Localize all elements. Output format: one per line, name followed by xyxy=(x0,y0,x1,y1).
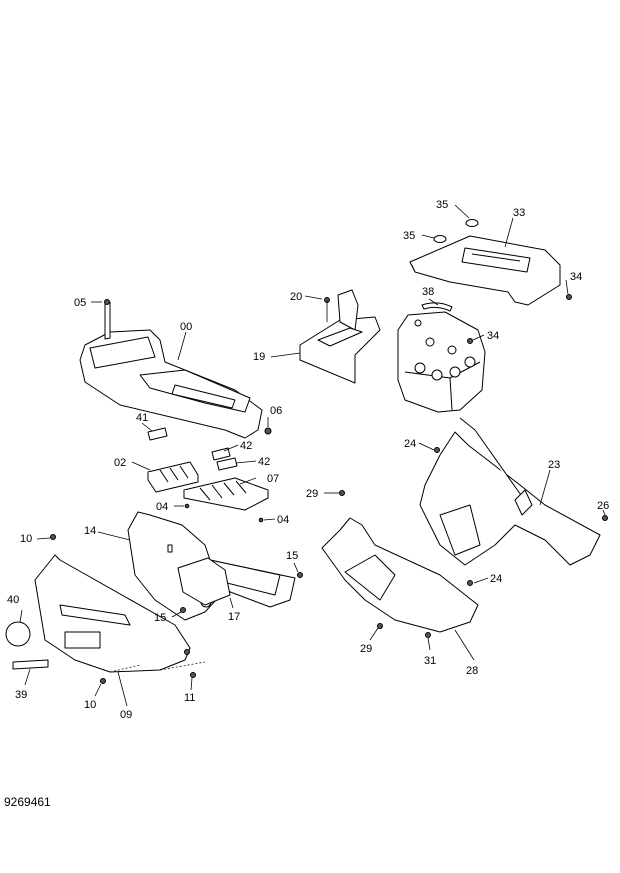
callout-33: 33 xyxy=(513,207,525,219)
callout-42: 42 xyxy=(258,456,270,468)
part-41-cover xyxy=(147,427,168,441)
callout-02: 02 xyxy=(114,457,126,469)
callout-29: 29 xyxy=(360,643,372,655)
callout-05: 05 xyxy=(74,297,86,309)
control-block xyxy=(397,311,486,413)
callout-00: 00 xyxy=(180,321,192,333)
part-34-screw xyxy=(566,294,572,300)
callout-10: 10 xyxy=(20,533,32,545)
callout-34: 34 xyxy=(487,330,499,342)
callout-40: 40 xyxy=(7,594,19,606)
part-11-screw xyxy=(190,672,196,678)
part-07-switch-panel xyxy=(183,477,269,511)
callout-09: 09 xyxy=(120,709,132,721)
callout-04: 04 xyxy=(277,514,289,526)
callout-11: 11 xyxy=(184,692,195,704)
part-28-side-panel xyxy=(321,490,479,638)
part-06-screw xyxy=(264,427,272,435)
callout-24: 24 xyxy=(490,573,502,585)
callout-28: 28 xyxy=(466,665,478,677)
part-19-console xyxy=(299,289,381,384)
part-04-screws xyxy=(184,503,264,523)
part-35-caps xyxy=(433,219,479,243)
part-15-screws xyxy=(180,572,303,613)
callout-24: 24 xyxy=(404,438,416,450)
callout-38: 38 xyxy=(422,286,434,298)
callout-labels: 35 33 35 34 05 00 20 38 19 34 41 06 42 2… xyxy=(7,199,609,721)
callout-20: 20 xyxy=(290,291,302,303)
callout-29: 29 xyxy=(306,488,318,500)
callout-15: 15 xyxy=(286,550,298,562)
callout-26: 26 xyxy=(597,500,609,512)
part-38-seal xyxy=(421,302,453,312)
part-40-cap xyxy=(5,621,31,647)
part-23-side-panel xyxy=(419,417,608,586)
callout-14: 14 xyxy=(84,525,96,537)
drawing-number: 9269461 xyxy=(4,795,51,809)
part-10-screws xyxy=(50,534,106,684)
callout-15: 15 xyxy=(154,612,166,624)
part-09-side-panel xyxy=(34,554,206,673)
part-02-switch-panel xyxy=(147,461,199,493)
part-17-plate xyxy=(177,557,231,606)
callout-39: 39 xyxy=(15,689,27,701)
callout-10: 10 xyxy=(84,699,96,711)
callout-04: 04 xyxy=(156,501,168,513)
callout-17: 17 xyxy=(228,611,240,623)
callout-07: 07 xyxy=(267,473,279,485)
callout-34: 34 xyxy=(570,271,582,283)
part-33-upper-console xyxy=(409,235,561,306)
part-39-label xyxy=(12,659,49,670)
callout-31: 31 xyxy=(424,655,436,667)
part-00-center-console xyxy=(79,299,263,439)
callout-35: 35 xyxy=(436,199,448,211)
part-42-covers xyxy=(211,447,238,471)
callout-23: 23 xyxy=(548,459,560,471)
callout-19: 19 xyxy=(253,351,265,363)
callout-06: 06 xyxy=(270,405,282,417)
callout-35: 35 xyxy=(403,230,415,242)
callout-42: 42 xyxy=(240,440,252,452)
callout-41: 41 xyxy=(136,412,148,424)
leader-lines xyxy=(19,204,606,707)
